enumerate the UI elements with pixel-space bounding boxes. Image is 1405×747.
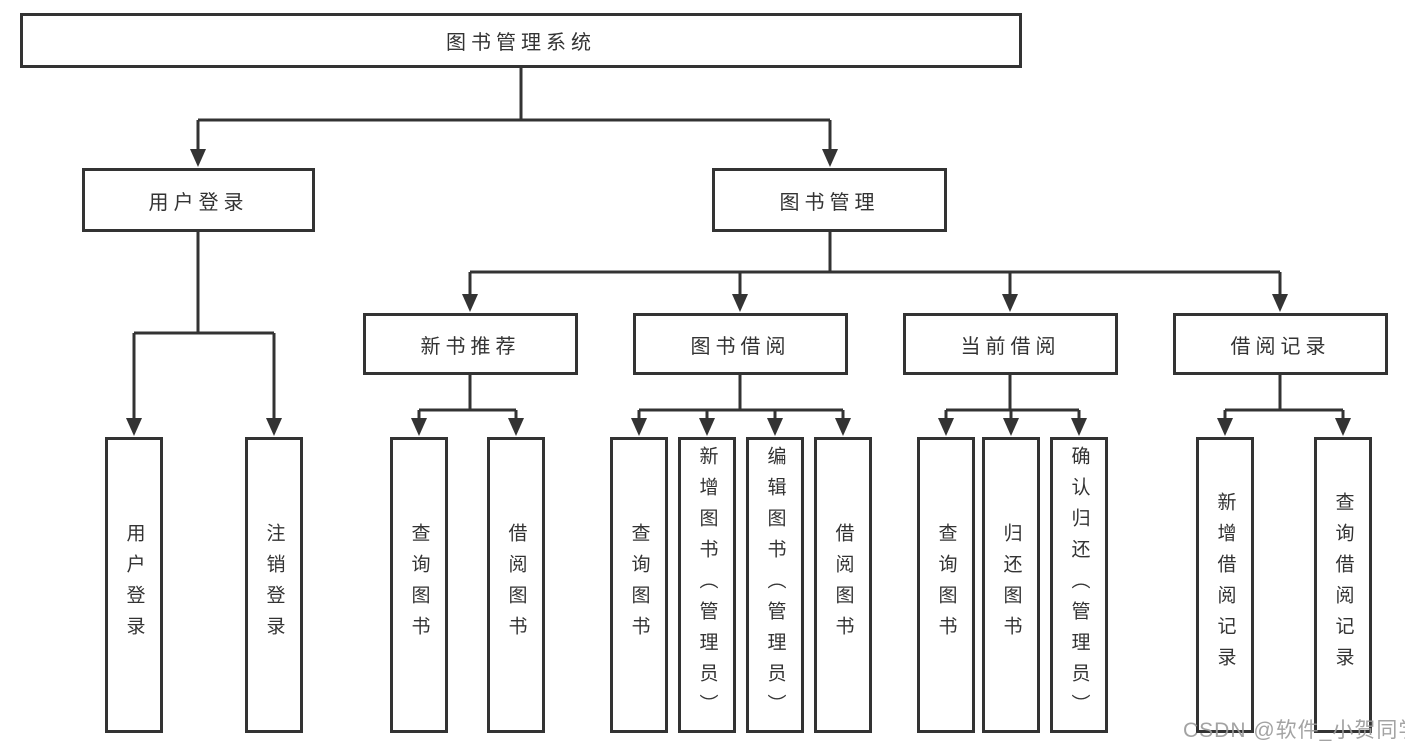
arrowhead-icon (1002, 294, 1018, 312)
node-label: 新书推荐 (420, 335, 521, 358)
node-label: 归还图书 (1000, 523, 1022, 647)
connector-recommend-to-children (417, 375, 518, 418)
node-label: 确认归还（管理员） (1068, 445, 1090, 725)
arrowhead-icon (767, 418, 783, 436)
connector-records-to-children (1223, 375, 1345, 418)
node-label: 查询图书 (628, 523, 650, 647)
connector-userlogin-to-children (132, 232, 276, 418)
arrowhead-icon (732, 294, 748, 312)
node-system-root: 图书管理系统 (20, 13, 1022, 68)
arrowhead-icon (822, 149, 838, 167)
node-label: 新增借阅记录 (1214, 492, 1236, 678)
arrowhead-icon (190, 149, 206, 167)
node-label: 查询图书 (408, 523, 430, 647)
leaf-borrowing-add-book-admin: 新增图书（管理员） (678, 437, 736, 733)
arrowhead-icon (1217, 418, 1233, 436)
arrowhead-icon (835, 418, 851, 436)
arrowhead-icon (938, 418, 954, 436)
arrowhead-icon (462, 294, 478, 312)
leaf-user-login: 用户登录 (105, 437, 163, 733)
node-label: 图书借阅 (690, 335, 791, 358)
leaf-current-query-book: 查询图书 (917, 437, 975, 733)
node-label: 用户登录 (123, 523, 145, 647)
leaf-current-return-book: 归还图书 (982, 437, 1040, 733)
node-label: 查询借阅记录 (1332, 492, 1354, 678)
leaf-records-add-borrow-record: 新增借阅记录 (1196, 437, 1254, 733)
arrowhead-icon (126, 418, 142, 436)
leaf-recommend-query-book: 查询图书 (390, 437, 448, 733)
arrowhead-icon (1272, 294, 1288, 312)
arrowhead-icon (266, 418, 282, 436)
connector-root-to-level2 (196, 68, 832, 149)
connector-bookmgmt-to-level3 (468, 232, 1282, 294)
node-label: 借阅记录 (1230, 335, 1331, 358)
leaf-borrowing-query-book: 查询图书 (610, 437, 668, 733)
node-label: 图书管理系统 (446, 32, 596, 54)
node-current-borrowing: 当前借阅 (903, 313, 1118, 375)
arrowhead-icon (1003, 418, 1019, 436)
node-label: 用户登录 (148, 191, 249, 214)
arrowhead-icon (508, 418, 524, 436)
arrowheads (126, 149, 1351, 436)
arrowhead-icon (411, 418, 427, 436)
leaf-borrowing-borrow-book: 借阅图书 (814, 437, 872, 733)
leaf-logout: 注销登录 (245, 437, 303, 733)
connector-current-to-children (944, 375, 1081, 418)
connector-borrowing-to-children (637, 375, 845, 418)
node-label: 图书管理 (779, 191, 880, 214)
node-user-login: 用户登录 (82, 168, 315, 232)
arrowhead-icon (631, 418, 647, 436)
node-label: 编辑图书（管理员） (764, 445, 786, 725)
leaf-recommend-borrow-book: 借阅图书 (487, 437, 545, 733)
node-borrowing-records: 借阅记录 (1173, 313, 1388, 375)
node-label: 借阅图书 (505, 523, 527, 647)
node-label: 新增图书（管理员） (696, 445, 718, 725)
node-book-borrowing: 图书借阅 (633, 313, 848, 375)
node-label: 当前借阅 (960, 335, 1061, 358)
arrowhead-icon (1071, 418, 1087, 436)
node-label: 注销登录 (263, 523, 285, 647)
arrowhead-icon (699, 418, 715, 436)
node-new-book-recommendation: 新书推荐 (363, 313, 578, 375)
node-label: 借阅图书 (832, 523, 854, 647)
arrowhead-icon (1335, 418, 1351, 436)
leaf-borrowing-edit-book-admin: 编辑图书（管理员） (746, 437, 804, 733)
node-label: 查询图书 (935, 523, 957, 647)
csdn-watermark: CSDN @软件_小贺同学 (1183, 719, 1405, 742)
leaf-current-confirm-return-admin: 确认归还（管理员） (1050, 437, 1108, 733)
node-book-management: 图书管理 (712, 168, 947, 232)
leaf-records-query-borrow-record: 查询借阅记录 (1314, 437, 1372, 733)
